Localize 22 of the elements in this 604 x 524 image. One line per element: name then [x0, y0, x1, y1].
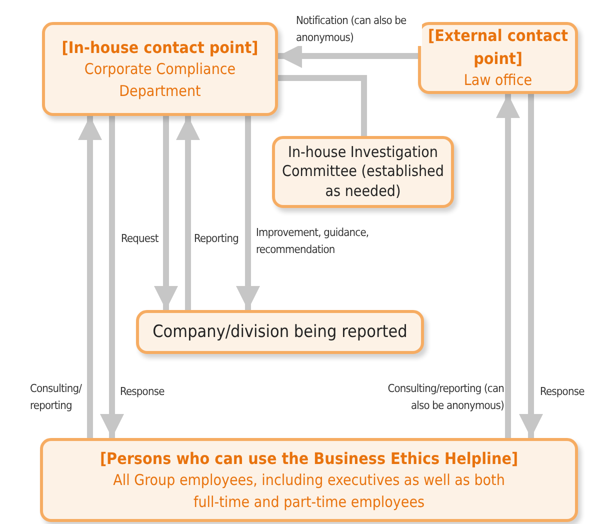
arrow	[154, 116, 178, 310]
arrow	[176, 116, 200, 310]
box-heading: [External contact point]	[426, 24, 570, 70]
arrow	[519, 94, 543, 438]
contact-point-box	[42, 22, 278, 116]
box-text: Company/division being reported	[152, 320, 408, 344]
arrow	[236, 116, 260, 310]
box-text: All Group employees, including executives as well as both full-time and part-time employees	[112, 470, 506, 513]
process-box	[272, 136, 454, 208]
contact-point-box	[40, 438, 578, 522]
connector-line	[278, 75, 367, 136]
box-text: Law office	[464, 70, 532, 92]
box-text: In-house Investigation Committee (established as needed)	[281, 142, 445, 202]
arrow	[100, 116, 124, 438]
box-text: Corporate Compliance Department	[83, 58, 237, 102]
arrow	[278, 44, 418, 68]
process-box	[136, 310, 424, 354]
arrow	[496, 94, 520, 438]
arrow	[78, 116, 102, 438]
box-heading: [In-house contact point]	[62, 36, 258, 59]
box-heading: [Persons who can use the Business Ethics Helpline]	[100, 448, 518, 470]
contact-point-box	[418, 22, 578, 94]
